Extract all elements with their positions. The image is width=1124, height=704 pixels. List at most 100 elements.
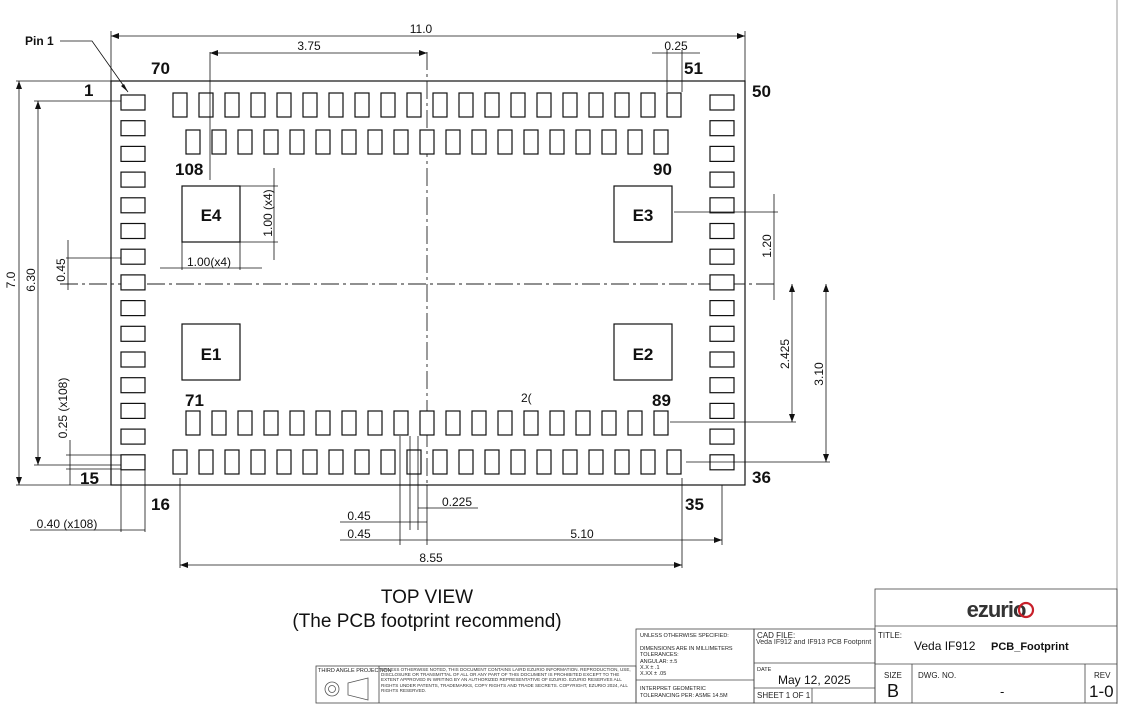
dim-3-10-text: 3.10 [812, 362, 826, 386]
pad-top-inner [211, 129, 227, 155]
angular-tol: ANGULAR: ±.5 [640, 659, 677, 665]
pad-bottom-outer [432, 449, 448, 475]
pad-bottom-inner [289, 410, 305, 436]
pad-right [709, 300, 735, 317]
dim-0-225-text: 0.225 [442, 495, 472, 509]
dim-pitch-text: 0.25 (x108) [56, 378, 70, 439]
pad-top-outer [354, 92, 370, 118]
title-value-2: PCB_Footprint [991, 641, 1069, 653]
pad-bottom-inner [445, 410, 461, 436]
dim-0-45-b-text: 0.45 [347, 527, 371, 541]
pad-bottom-outer [354, 449, 370, 475]
pad-bottom-inner [627, 410, 643, 436]
pad-left [120, 351, 146, 368]
pad-top-outer [432, 92, 448, 118]
pad-left [120, 377, 146, 394]
thermal-pad-e2-label: E2 [633, 345, 654, 364]
pad-bottom-inner [601, 410, 617, 436]
pad-right [709, 197, 735, 214]
pad-bottom-outer [588, 449, 604, 475]
pad-bottom-outer [484, 449, 500, 475]
size-value: B [887, 681, 899, 701]
pad-top-outer [458, 92, 474, 118]
third-angle-label: THIRD ANGLE PROJECTION [318, 668, 392, 674]
pin-label-1: 1 [84, 81, 93, 100]
pad-top-inner [575, 129, 591, 155]
pad-right [709, 120, 735, 137]
dims-mm-label: DIMENSIONS ARE IN MILLIMETERS [640, 646, 733, 652]
pad-top-outer [536, 92, 552, 118]
pad-bottom-outer [328, 449, 344, 475]
pad-bottom-outer [198, 449, 214, 475]
pad-bottom-outer [562, 449, 578, 475]
dim-1-20: 1.20 [674, 194, 778, 300]
pad-left [120, 454, 146, 471]
pad-top-inner [497, 129, 513, 155]
pad-top-inner [289, 129, 305, 155]
pad-right [709, 171, 735, 188]
dim-6-30-text: 6.30 [24, 268, 38, 292]
dim-3-10: 3.10 [686, 284, 830, 463]
pad-right [709, 145, 735, 162]
pin1-callout-label: Pin 1 [25, 34, 54, 48]
pad-bottom-inner [185, 410, 201, 436]
pad-bottom-inner [341, 410, 357, 436]
pad-top-inner [419, 129, 435, 155]
left-pad-column [120, 94, 146, 471]
thermal-pad-e1 [181, 323, 241, 381]
pad-bottom-inner [263, 410, 279, 436]
pad-bottom-inner [237, 410, 253, 436]
dim-thermal-horizontal-text: 1.00(x4) [187, 255, 231, 269]
bottom-outer-pad-row [172, 449, 682, 475]
top-inner-pad-row [185, 129, 669, 155]
pin-label-71: 71 [185, 391, 204, 410]
dim-total-height-text: 7.0 [4, 271, 18, 288]
pad-top-outer [588, 92, 604, 118]
pin-label-51: 51 [684, 59, 703, 78]
pad-top-inner [237, 129, 253, 155]
unless-label: UNLESS OTHERWISE SPECIFIED: [640, 633, 729, 639]
stray-label: 2( [521, 391, 532, 405]
thermal-pad-e1-label: E1 [201, 345, 222, 364]
dim-2-425-text: 2.425 [778, 339, 792, 369]
pad-bottom-outer [224, 449, 240, 475]
pad-top-outer [172, 92, 188, 118]
date-value: May 12, 2025 [778, 673, 851, 687]
ezurio-logo: ezurio [967, 597, 1026, 622]
tolerances-label: TOLERANCES: [640, 652, 679, 658]
pad-bottom-inner [523, 410, 539, 436]
right-pad-column [709, 94, 735, 471]
size-label: SIZE [884, 671, 902, 680]
pad-top-outer [666, 92, 682, 118]
pad-bottom-outer [536, 449, 552, 475]
cad-file-label: CAD FILE: [757, 631, 795, 640]
dim-thermal-horizontal: 1.00(x4) [160, 242, 262, 270]
pad-top-inner [601, 129, 617, 155]
pad-left [120, 120, 146, 137]
pad-left [120, 428, 146, 445]
pad-top-outer [380, 92, 396, 118]
pad-bottom-inner [471, 410, 487, 436]
dim-0-25-top-text: 0.25 [664, 39, 688, 53]
pin-label-89: 89 [652, 391, 671, 410]
dwg-no-label: DWG. NO. [918, 671, 956, 680]
xxx-tol: X.XX ± .05 [640, 671, 666, 677]
pad-top-inner [523, 129, 539, 155]
thermal-pad-e4-label: E4 [201, 206, 222, 225]
thermal-pad-e3 [613, 185, 673, 243]
pin-label-90: 90 [653, 160, 672, 179]
pad-bottom-outer [458, 449, 474, 475]
dim-pad-width-text: 0.40 (x108) [37, 517, 98, 531]
pad-right [709, 248, 735, 265]
pad-bottom-outer [276, 449, 292, 475]
view-subtitle: (The PCB footprint recommend) [292, 611, 561, 632]
pad-bottom-inner [575, 410, 591, 436]
pad-right [709, 94, 735, 111]
pad-bottom-outer [510, 449, 526, 475]
dim-total-height: 7.0 [4, 80, 111, 486]
dim-pad-width: 0.40 (x108) [30, 470, 146, 532]
dim-0-45-left-text: 0.45 [54, 258, 68, 282]
rev-value: 1-0 [1089, 682, 1114, 701]
pad-bottom-outer [666, 449, 682, 475]
pin-label-35: 35 [685, 495, 704, 514]
